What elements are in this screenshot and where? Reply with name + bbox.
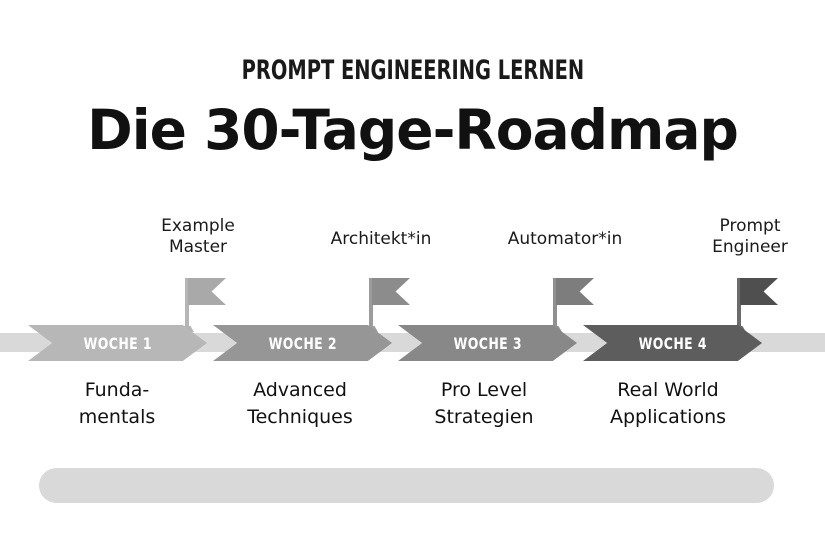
milestone-label-week-3: Automator*in [507,229,623,249]
flag-pole [369,278,373,331]
flag-banner [372,278,410,305]
week-chevron-label-2: WOCHE 2 [268,333,337,353]
milestone-label-week-2: Architekt*in [330,229,432,249]
milestone-flag-icon-week-3 [548,278,595,332]
week-chevron-label-4: WOCHE 4 [638,333,707,353]
kicker-heading: PROMPT ENGINEERING LERNEN [0,56,825,86]
kicker-text: PROMPT ENGINEERING LERNEN [241,55,584,86]
week-chevron-1: WOCHE 1 [28,325,207,361]
page-title: Die 30-Tage-Roadmap [87,98,739,162]
week-description-1: Funda- mentals [78,379,156,428]
milestone-flag-icon-week-1 [180,278,227,332]
footer-bar [39,468,774,503]
flag-pole [737,278,741,331]
week-description-4: Real World Applications [609,379,727,428]
week-chevron-2: WOCHE 2 [213,325,392,361]
week-description-2: Advanced Techniques [247,379,353,428]
week-chevron-3: WOCHE 3 [398,325,577,361]
milestone-flag-icon-week-2 [364,278,411,332]
week-chevron-4: WOCHE 4 [583,325,762,361]
flag-pole [185,278,189,331]
flag-banner [556,278,594,305]
milestone-label-week-1: Example Master [161,216,235,257]
milestone-label-week-4: Prompt Engineer [712,216,788,257]
week-chevron-label-1: WOCHE 1 [83,333,152,353]
flag-pole [553,278,557,331]
week-description-3: Pro Level Strategien [434,379,534,428]
week-chevron-label-3: WOCHE 3 [453,333,522,353]
flag-banner [740,278,778,305]
milestone-flag-icon-week-4 [732,278,779,332]
flag-banner [188,278,226,305]
